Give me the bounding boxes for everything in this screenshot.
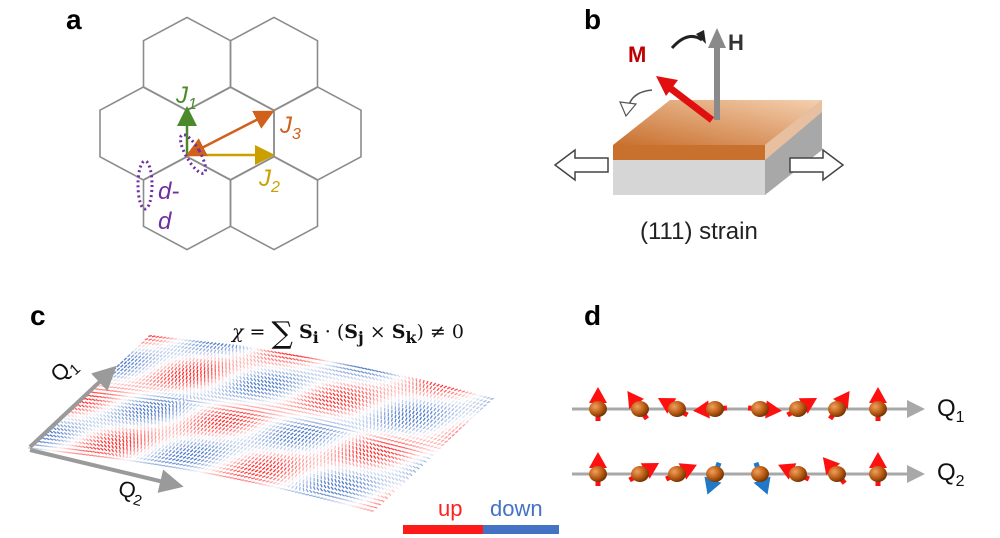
atom: [631, 401, 649, 417]
spin-arrowhead-icon: [778, 463, 797, 480]
atom: [751, 401, 769, 417]
atom: [828, 466, 846, 482]
spin-arrowhead-icon: [678, 463, 697, 480]
dd-label-2: d: [158, 208, 172, 235]
magnetization-arrowhead: [656, 76, 678, 96]
strain-right-arrow-icon: [789, 148, 845, 182]
q2-label-d: Q2: [937, 459, 965, 490]
atom: [706, 466, 724, 482]
film-front: [613, 145, 765, 160]
q1-arrow: [28, 365, 117, 449]
legend-up-bar: [403, 525, 483, 534]
spin-arrowhead-icon: [822, 457, 841, 476]
atom: [789, 466, 807, 482]
spin-arrowhead-icon: [798, 398, 818, 414]
atom: [751, 466, 769, 482]
spin-arrowhead-icon: [704, 476, 722, 495]
j3-arrow: [185, 110, 275, 157]
spin-arrowhead-icon: [869, 387, 887, 403]
legend-down-label: down: [490, 496, 543, 521]
panel-letter-a: a: [66, 4, 82, 35]
q2-arrow: [29, 448, 184, 493]
spin-arrowhead-icon: [589, 387, 607, 403]
h-label: H: [728, 30, 744, 55]
strain-label: (111) strain: [640, 218, 758, 245]
atom: [706, 401, 724, 417]
atom: [631, 466, 649, 482]
strain-left-arrow-icon: [553, 148, 609, 182]
j2-label: J2: [259, 165, 280, 196]
spin-arrowhead-icon: [640, 463, 660, 479]
panel-letter-d: d: [584, 300, 602, 331]
spin-arrowhead-icon: [753, 476, 771, 495]
substrate-front: [613, 160, 765, 195]
dd-bond-marker: [178, 133, 208, 175]
hexagon: [229, 155, 319, 251]
spin-arrowhead-icon: [589, 452, 607, 468]
atom: [589, 401, 607, 417]
spin-arrowhead-icon: [657, 398, 677, 414]
film-top-face: [613, 100, 822, 145]
dd-bond-marker: [136, 159, 154, 211]
legend-up-label: up: [438, 496, 463, 521]
chirality-formula: χ = ∑ Si · (Sj × Sk) ≠ 0: [232, 316, 464, 351]
j1-label: J1: [176, 82, 197, 113]
magnetization-arrow: [667, 85, 715, 123]
spin-arrowhead-icon: [833, 390, 850, 410]
atom: [589, 466, 607, 482]
rotation-arrow-icon: [670, 34, 703, 50]
dd-label-1: d-: [158, 178, 180, 205]
skyrmion-lattice-texture: [28, 334, 494, 512]
atom: [668, 466, 686, 482]
spin-arrowhead-icon: [869, 452, 887, 468]
atom: [869, 466, 887, 482]
q1-label-d: Q1: [937, 395, 965, 426]
spin-arrowhead-icon: [627, 390, 644, 410]
h-field-arrowhead: [708, 28, 726, 48]
legend-down-bar: [483, 525, 559, 534]
m-label: M: [628, 42, 647, 67]
atom: [828, 401, 846, 417]
j3-label: J3: [280, 112, 301, 143]
atom: [869, 401, 887, 417]
atom: [789, 401, 807, 417]
panel-letter-c: c: [30, 300, 46, 331]
panel-letter-b: b: [584, 4, 602, 35]
spin-arrowhead-icon: [765, 400, 782, 419]
film-side: [765, 100, 822, 160]
spin-arrowhead-icon: [693, 400, 710, 419]
atom: [668, 401, 686, 417]
